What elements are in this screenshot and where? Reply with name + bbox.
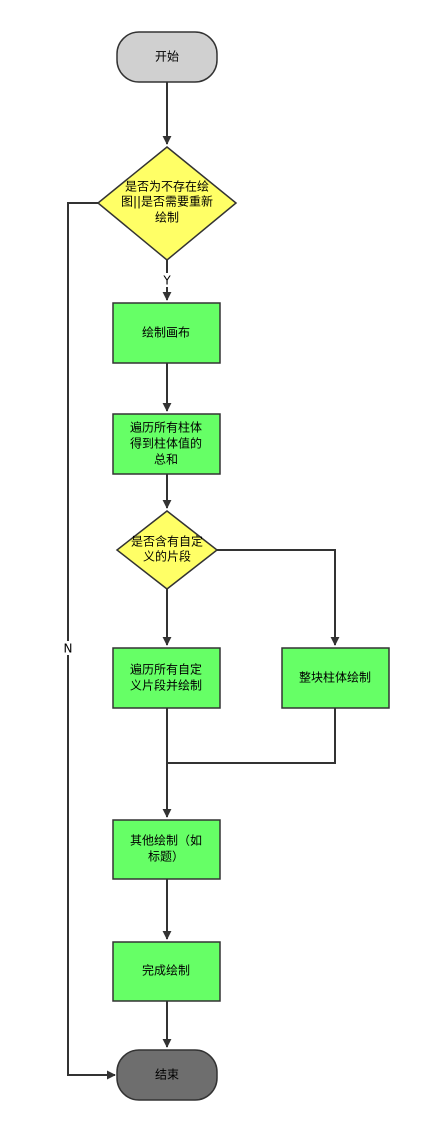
draw-canvas-shape [112,302,221,364]
draw-others-shape [112,819,221,880]
draw-segments-line-2: 义片段并绘制 [130,678,202,693]
sum-bars-line-1: 遍历所有柱体 [130,420,202,435]
start-node-label: 开始 [155,50,179,64]
edge-label-no-bg [60,641,76,655]
finish-drawing-shape [112,941,221,1002]
draw-segments-shape [112,647,221,709]
edge-decision-no-to-end [67,202,116,1080]
sum-bars-shape [112,413,221,475]
decision-redraw-line-3: 绘制 [155,210,179,225]
end-node: 结束 [116,1049,218,1101]
edge-decision-segments-to-whole-bar [217,549,340,646]
draw-segments-line-1: 遍历所有自定 [130,662,202,677]
decision-redraw-line-1: 是否为不存在绘 [125,179,209,194]
decision-redraw-node: 是否为不存在绘 图||是否需要重新 绘制 [96,146,238,261]
edge-label-yes-bg [158,273,176,287]
sum-bars-line-2: 得到柱体值的 [130,436,202,451]
sum-bars-line-3: 总和 [154,453,178,467]
draw-whole-bar-shape [281,647,390,709]
edges [67,82,340,1080]
start-node: 开始 [116,31,218,83]
finish-drawing-label: 完成绘制 [142,963,190,978]
draw-others-line-1: 其他绘制（如 [130,833,202,848]
decision-segments-line-2: 义的片段 [143,549,191,564]
decision-segments-node: 是否含有自定 义的片段 [115,510,219,590]
decision-redraw-shape [96,146,238,261]
sum-bars-node: 遍历所有柱体 得到柱体值的 总和 [112,413,221,475]
decision-segments-line-1: 是否含有自定 [131,534,203,549]
end-node-label: 结束 [155,1068,179,1082]
end-node-shape [116,1049,218,1101]
draw-others-node: 其他绘制（如 标题） [112,819,221,880]
edge-whole-bar-merge [167,708,336,764]
draw-segments-node: 遍历所有自定 义片段并绘制 [112,647,221,709]
start-node-shape [116,31,218,83]
finish-drawing-node: 完成绘制 [112,941,221,1002]
decision-redraw-line-2: 图||是否需要重新 [121,194,213,209]
draw-whole-bar-node: 整块柱体绘制 [281,647,390,709]
edge-label-yes: Y [162,274,171,288]
decision-segments-shape [115,510,219,590]
draw-canvas-label: 绘制画布 [142,325,190,340]
draw-others-line-2: 标题） [148,850,184,864]
draw-whole-bar-label: 整块柱体绘制 [299,670,371,685]
edge-label-no: N [64,642,73,656]
draw-canvas-node: 绘制画布 [112,302,221,364]
